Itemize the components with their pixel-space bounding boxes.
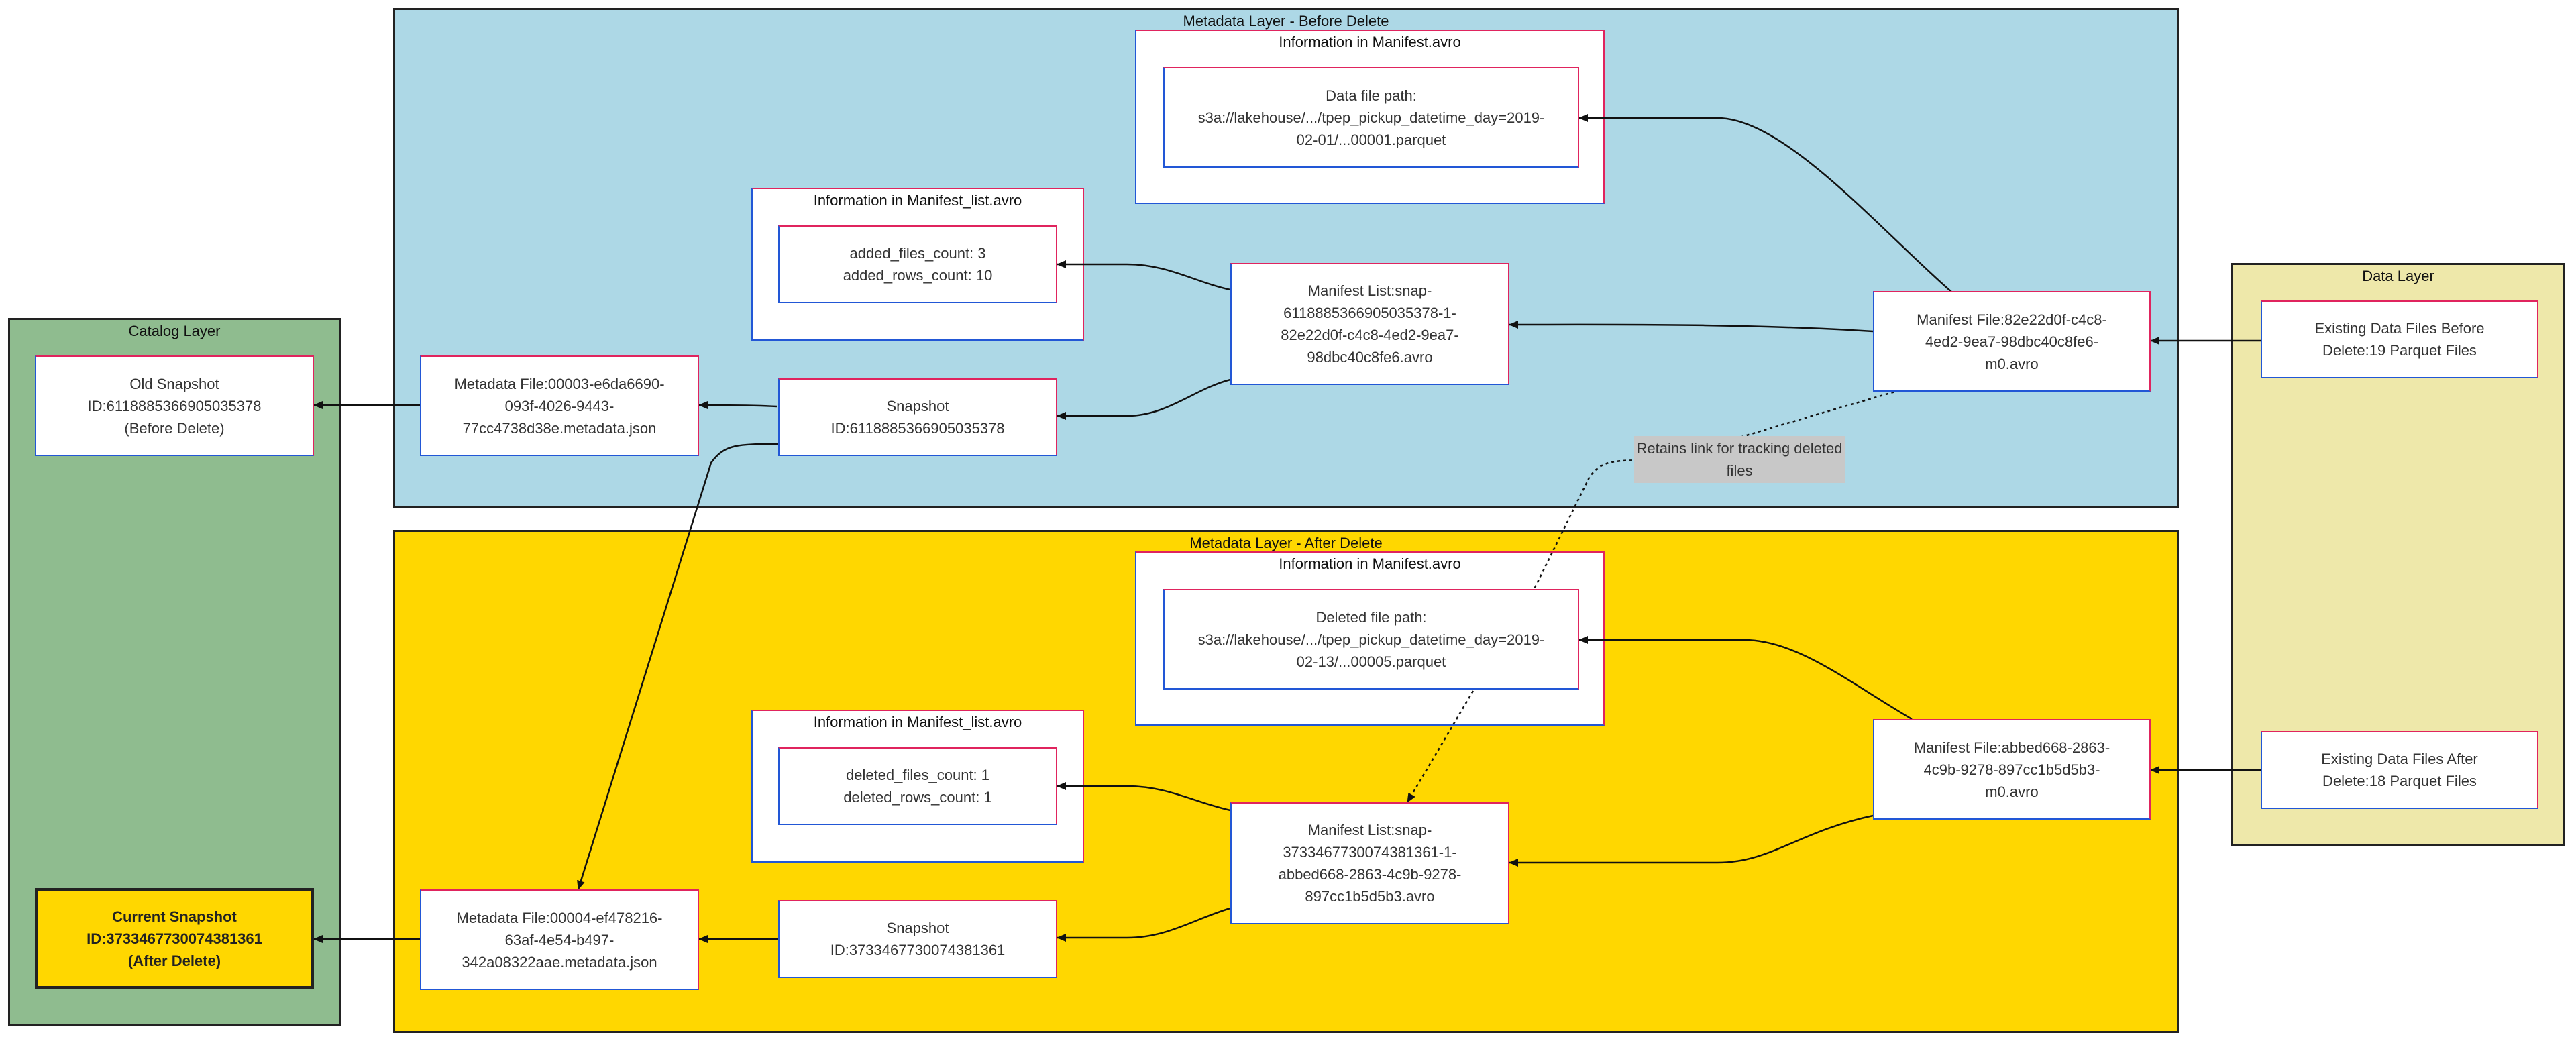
after-delete-title: Metadata Layer - After Delete [1189, 535, 1383, 551]
manifest-list-info-title-after: Information in Manifest_list.avro [813, 714, 1022, 730]
manifest-list-info-title-before: Information in Manifest_list.avro [813, 192, 1022, 209]
snapshot-node-before: Snapshot ID:6118885366905035378 [778, 378, 1057, 456]
manifest-info-title-before: Information in Manifest.avro [1279, 34, 1461, 50]
data-files-after-node: Existing Data Files After Delete:18 Parq… [2261, 731, 2538, 809]
data-files-before-node: Existing Data Files Before Delete:19 Par… [2261, 300, 2538, 378]
data-layer-title: Data Layer [2362, 268, 2434, 284]
manifest-file-node-before: Manifest File:82e22d0f-c4c8- 4ed2-9ea7-9… [1873, 291, 2151, 392]
manifest-list-info-node-before: added_files_count: 3 added_rows_count: 1… [778, 225, 1057, 303]
manifest-file-node-after: Manifest File:abbed668-2863- 4c9b-9278-8… [1873, 719, 2151, 820]
old-snapshot-node: Old Snapshot ID:6118885366905035378 (Bef… [35, 355, 314, 456]
current-snapshot-node: Current Snapshot ID:3733467730074381361 … [35, 888, 314, 989]
before-delete-title: Metadata Layer - Before Delete [1183, 13, 1389, 30]
data-file-path-node-before: Data file path: s3a://lakehouse/.../tpep… [1163, 67, 1579, 168]
metadata-file-node-after: Metadata File:00004-ef478216- 63af-4e54-… [420, 889, 699, 990]
manifest-list-node-before: Manifest List:snap- 6118885366905035378-… [1230, 263, 1509, 385]
manifest-list-node-after: Manifest List:snap- 3733467730074381361-… [1230, 802, 1509, 924]
metadata-file-node-before: Metadata File:00003-e6da6690- 093f-4026-… [420, 355, 699, 456]
deleted-file-path-node-after: Deleted file path: s3a://lakehouse/.../t… [1163, 589, 1579, 690]
snapshot-node-after: Snapshot ID:3733467730074381361 [778, 900, 1057, 978]
manifest-info-title-after: Information in Manifest.avro [1279, 555, 1461, 572]
retains-link-label: Retains link for tracking deleted files [1634, 436, 1845, 483]
manifest-list-info-node-after: deleted_files_count: 1 deleted_rows_coun… [778, 747, 1057, 825]
catalog-layer-title: Catalog Layer [128, 323, 221, 339]
